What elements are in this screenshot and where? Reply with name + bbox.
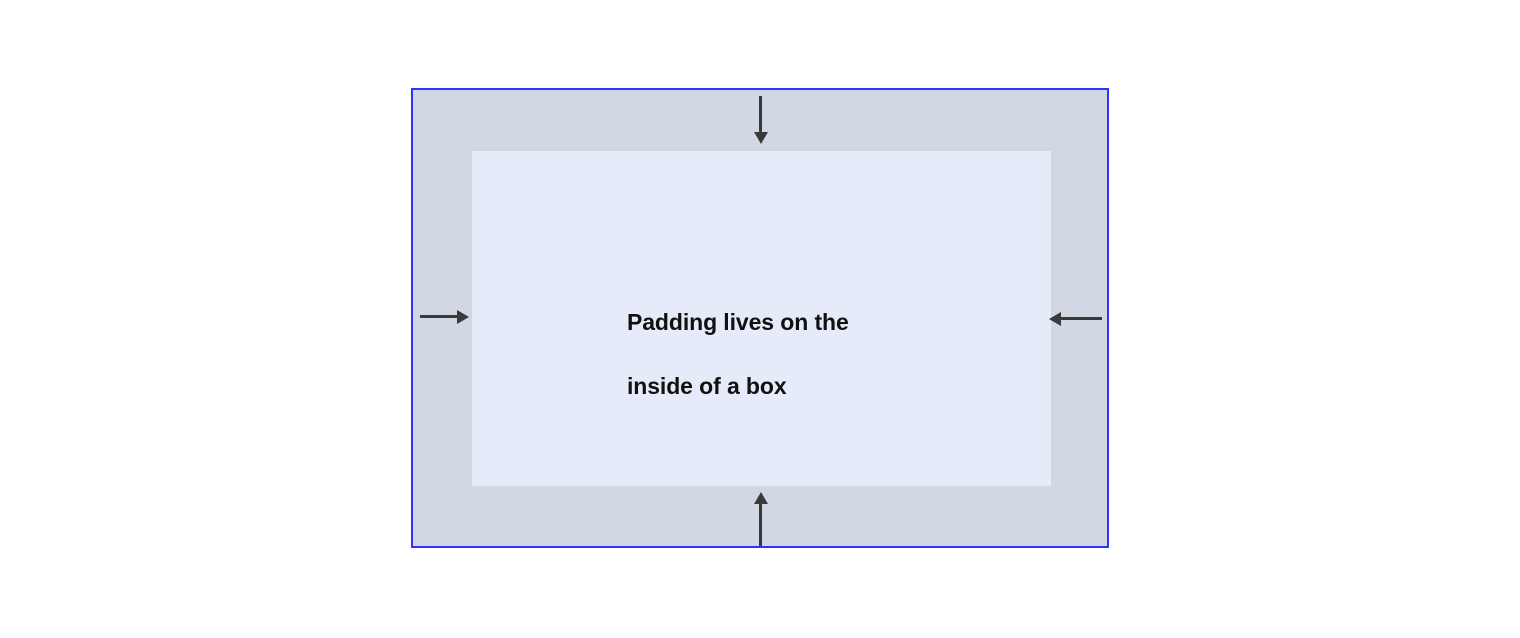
arrow-right-icon-head [457, 310, 469, 324]
arrow-down-icon-shaft [759, 96, 762, 134]
arrow-up-icon-head [754, 492, 768, 504]
arrow-down-icon-head [754, 132, 768, 144]
content-label: Padding lives on the inside of a box [627, 274, 927, 434]
arrow-left-icon-head [1049, 312, 1061, 326]
content-label-line-2: inside of a box [627, 373, 787, 399]
arrow-up-icon-shaft [759, 504, 762, 546]
padding-area-box: Padding lives on the inside of a box [411, 88, 1109, 548]
arrow-right-icon-shaft [420, 315, 459, 318]
content-area-box: Padding lives on the inside of a box [472, 151, 1051, 486]
content-label-line-1: Padding lives on the [627, 309, 849, 335]
arrow-left-icon-shaft [1061, 317, 1102, 320]
